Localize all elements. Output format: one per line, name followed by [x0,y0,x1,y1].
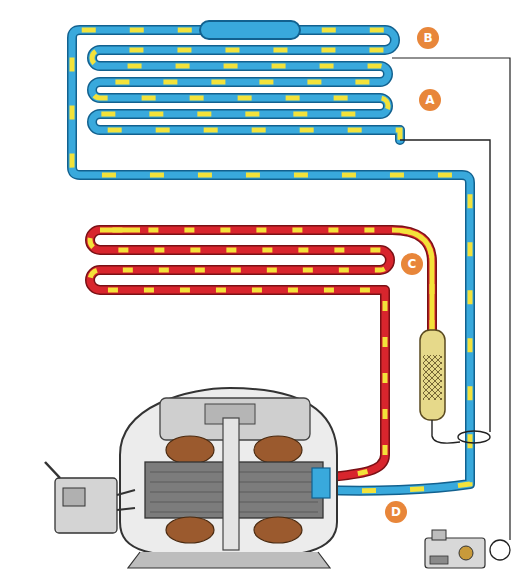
thermostat-capillary [392,58,510,540]
callout-letter: A [419,89,441,111]
liquid-line [100,230,432,332]
accumulator [200,21,300,39]
callout-letter: B [417,27,439,49]
thermostat-bulb [490,540,510,560]
drier-mesh [423,355,442,400]
start-relay [45,462,135,533]
filter-drier [420,330,445,420]
capillary-coil [458,431,490,443]
capillary-tube [400,140,490,443]
thermostat [425,530,485,568]
compressor [120,388,337,568]
callout-letter: D [385,501,407,523]
callout-letter: C [401,253,423,275]
